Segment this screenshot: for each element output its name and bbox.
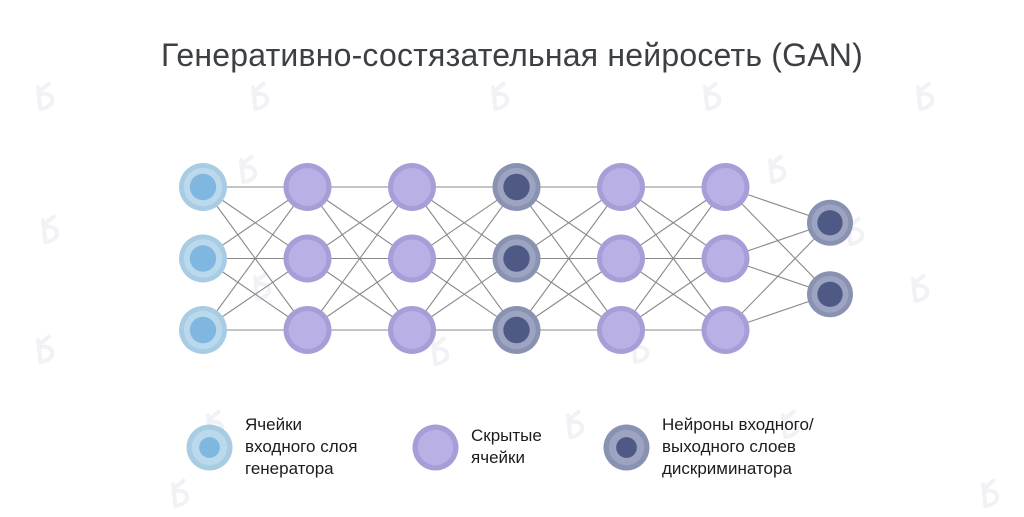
page-title: Генеративно-состязательная нейросеть (GA… [161, 37, 863, 73]
